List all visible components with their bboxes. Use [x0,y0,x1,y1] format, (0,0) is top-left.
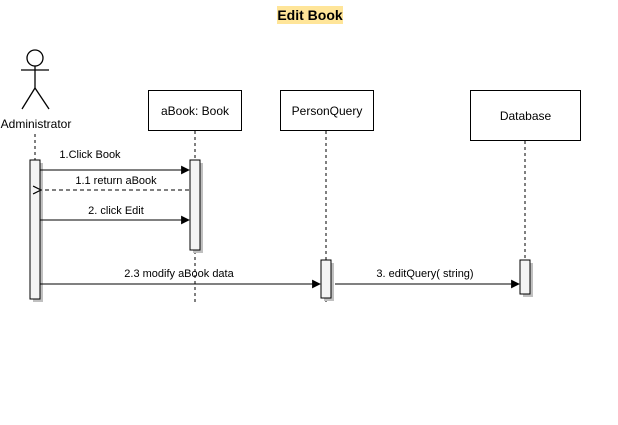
activation-abook [189,159,203,253]
message-label-3: 3. editQuery( string) [376,268,474,280]
actor-icon [21,49,50,110]
participant-database[interactable]: Database [470,90,581,141]
participant-personquery[interactable]: PersonQuery [280,90,374,131]
message-label-2: 2. click Edit [88,205,144,217]
participant-personquery-label: PersonQuery [291,103,363,118]
message-label-1-1: 1.1 return aBook [75,175,157,187]
participant-abook[interactable]: aBook: Book [148,90,242,131]
message-label-2-3: 2.3 modify aBook data [124,268,234,280]
actor-label: Administrator [0,117,72,131]
activation-administrator [29,159,43,302]
diagram-title: Edit Book [277,7,343,23]
participant-abook-label: aBook: Book [160,103,230,118]
title-highlight [277,6,343,24]
participant-database-label: Database [499,108,552,123]
activation-database [519,259,533,297]
activation-personquery [320,259,334,301]
message-label-1: 1.Click Book [59,149,121,161]
